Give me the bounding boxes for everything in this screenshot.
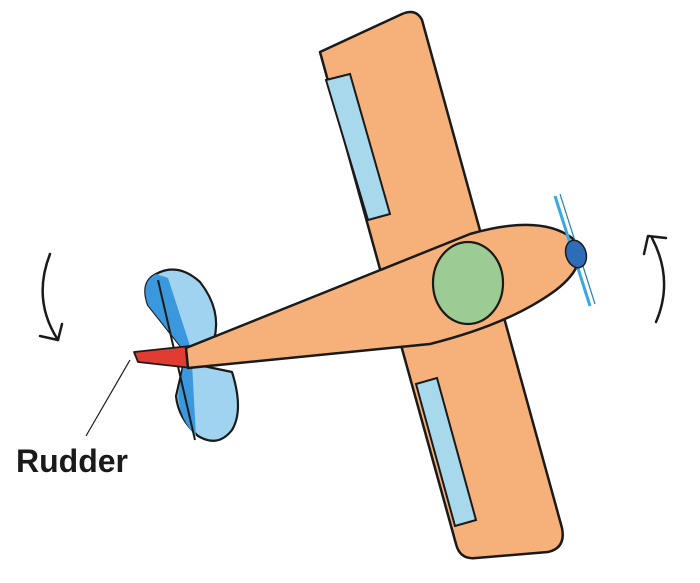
rudder-leader-line — [85, 359, 131, 437]
rudder-label: Rudder — [16, 443, 128, 479]
curved-arrow-up-icon — [642, 234, 668, 324]
propeller — [553, 193, 596, 307]
elevator-top — [145, 274, 192, 358]
cockpit-canopy — [431, 240, 505, 326]
aileron-lower — [414, 376, 478, 528]
rudder — [133, 345, 193, 369]
elevator-bottom — [178, 362, 196, 436]
propeller-spinner — [564, 239, 588, 269]
aileron-upper — [324, 72, 392, 222]
curved-arrow-down-icon — [38, 252, 64, 342]
